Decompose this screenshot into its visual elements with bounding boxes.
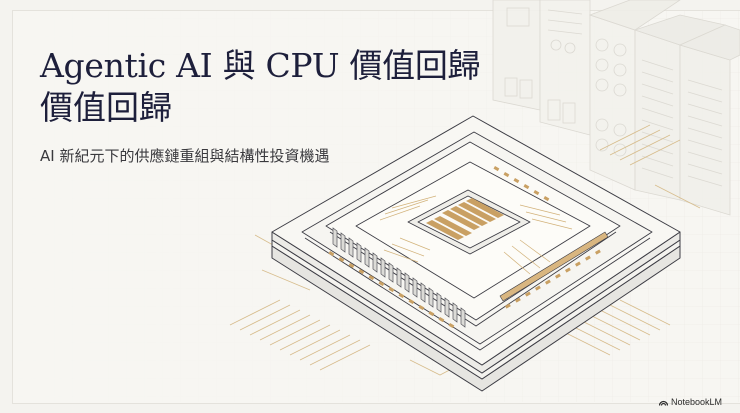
slide-title-line2: 價值回歸: [40, 88, 172, 127]
slide-title: Agentic AI 與 CPU 價值回歸: [40, 46, 481, 85]
notebooklm-branding: NotebookLM: [658, 397, 722, 407]
slide-subtitle: AI 新紀元下的供應鏈重組與結構性投資機遇: [40, 147, 330, 165]
notebooklm-logo-icon: [658, 400, 668, 406]
brand-label: NotebookLM: [670, 397, 722, 407]
